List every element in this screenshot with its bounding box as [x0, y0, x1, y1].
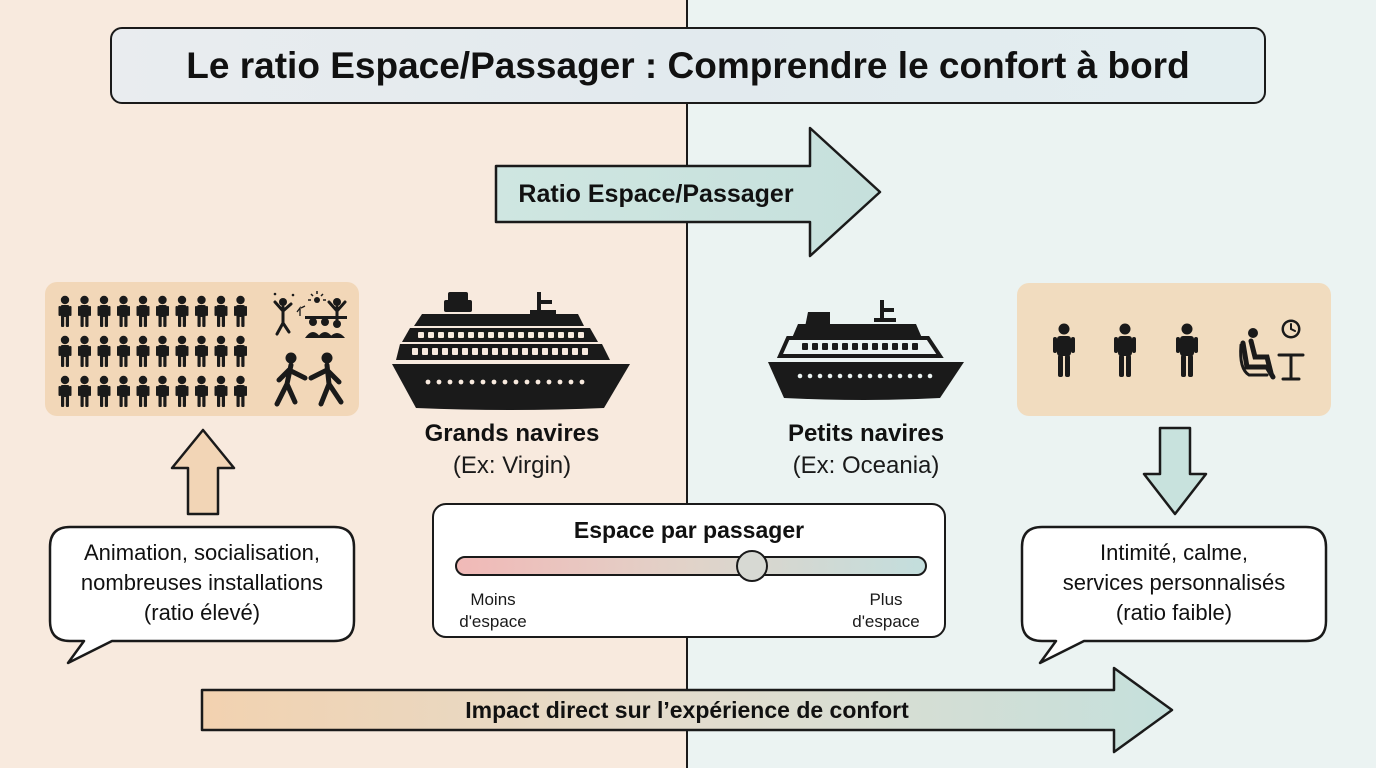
left-speech-bubble: [48, 525, 356, 665]
right-bubble-line-3: (ratio faible): [1115, 600, 1233, 625]
left-bubble-line-3: (ratio élevé): [143, 600, 261, 625]
ratio-arrow: [494, 126, 882, 258]
scale-max-label: Plus d'espace: [852, 590, 920, 631]
ratio-arrow-label: Ratio Espace/Passager: [518, 179, 794, 208]
left-bubble-line-2: nombreuses installations: [80, 570, 324, 595]
page-title: Le ratio Espace/Passager : Comprendre le…: [110, 27, 1266, 104]
person-icon: [1114, 323, 1136, 377]
person-icon: [1053, 323, 1075, 377]
right-bubble-line-2: services personnalisés: [1062, 570, 1286, 595]
calm-panel: [1017, 283, 1331, 416]
right-speech-bubble: [1020, 525, 1328, 665]
scale-knob[interactable]: [736, 550, 769, 582]
small-ships-title: Petits navires: [787, 420, 945, 447]
large-cruise-ship-icon: [392, 292, 630, 410]
right-bubble-text: Intimité, calme, services personnalisés …: [1026, 538, 1322, 628]
page-title-text: Le ratio Espace/Passager : Comprendre le…: [186, 44, 1190, 86]
left-bubble-line-1: Animation, socialisation,: [83, 540, 320, 565]
crowd-panel: [45, 282, 359, 416]
relaxing-person-icon: [1239, 328, 1305, 381]
center-divider: [686, 0, 688, 768]
small-cruise-ship-icon: [768, 300, 964, 400]
crowd-icon: [58, 295, 247, 407]
impact-arrow-label: Impact direct sur l’expérience de confor…: [465, 696, 909, 723]
person-icon: [1176, 323, 1198, 377]
small-ships-example: (Ex: Oceania): [792, 452, 940, 479]
right-bubble-line-1: Intimité, calme,: [1100, 540, 1248, 565]
up-arrow: [170, 428, 236, 516]
left-bubble-text: Animation, socialisation, nombreuses ins…: [54, 538, 350, 628]
scale-track: [455, 556, 927, 576]
large-ships-example: (Ex: Virgin): [452, 452, 572, 479]
dancing-couple-icon: [274, 352, 344, 407]
large-ships-title: Grands navires: [424, 420, 600, 447]
scale-min-label: Moins d'espace: [459, 590, 527, 631]
down-arrow: [1142, 426, 1208, 516]
clock-icon: [1281, 319, 1301, 339]
scale-title: Espace par passager: [573, 517, 805, 543]
party-icon: [273, 291, 347, 338]
impact-arrow: [200, 666, 1174, 754]
space-scale: Espace par passager Moins d'espace Plus …: [432, 503, 946, 638]
